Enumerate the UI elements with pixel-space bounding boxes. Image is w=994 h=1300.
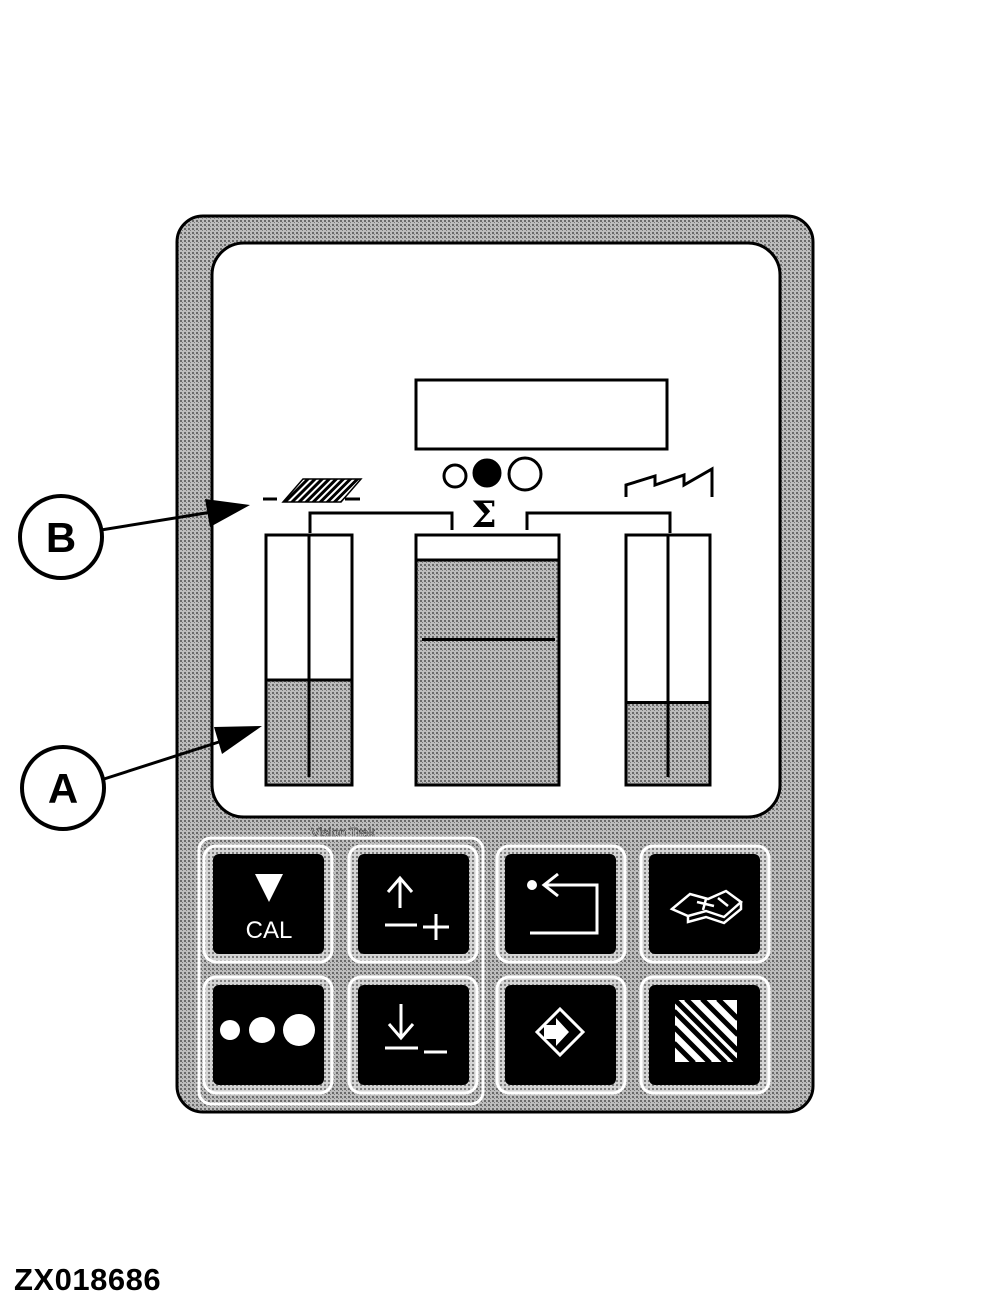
callout-a-label: A (48, 765, 78, 812)
level-bar-left-frame (264, 533, 354, 787)
keypad-group-frame (197, 836, 485, 1106)
bar-connectors (308, 511, 672, 533)
down-arrow-minus-icon (385, 1004, 447, 1054)
map-icon (669, 889, 743, 925)
status-light-1 (442, 463, 468, 489)
level-bar-left (264, 533, 354, 787)
status-light-3 (507, 456, 543, 492)
decrease-button[interactable] (347, 975, 479, 1095)
level-bar-center-frame (414, 533, 561, 787)
level-bar-right (624, 533, 712, 787)
cal-label: CAL (246, 917, 293, 944)
callout-a-arrowhead (214, 726, 262, 754)
grain-loss-icon (263, 478, 363, 503)
increase-button[interactable] (347, 844, 479, 964)
enter-diamond-icon (534, 1006, 586, 1058)
status-light-2 (472, 458, 502, 488)
figure-id: ZX018686 (14, 1262, 162, 1297)
dots-icon (220, 1014, 315, 1046)
callout-b-label: B (46, 514, 76, 561)
up-arrow-plus-icon (385, 875, 449, 940)
level-bar-center-fill (416, 560, 559, 785)
return-button[interactable] (495, 844, 627, 964)
map-button[interactable] (639, 844, 771, 964)
sieve-loss-icon (624, 466, 714, 497)
readout-window (414, 378, 669, 451)
keypad: CAL (202, 844, 771, 1095)
callout-b: B (18, 494, 250, 580)
return-arrow-icon (527, 872, 599, 935)
down-triangle-icon (255, 874, 283, 902)
cal-down-button[interactable]: CAL (202, 844, 334, 964)
level-bars (264, 533, 712, 787)
level-bar-right-frame (624, 533, 712, 787)
brand-text: Vision Trak (311, 825, 376, 840)
callout-b-arrowhead (205, 499, 250, 527)
area-button[interactable] (639, 975, 771, 1095)
callout-a: A (20, 726, 262, 831)
menu-dots-button[interactable] (202, 975, 334, 1095)
hatched-square-icon (672, 997, 740, 1065)
enter-button[interactable] (495, 975, 627, 1095)
sum-symbol: Σ (471, 494, 496, 536)
status-lights (442, 456, 543, 492)
level-bar-center (414, 533, 561, 787)
